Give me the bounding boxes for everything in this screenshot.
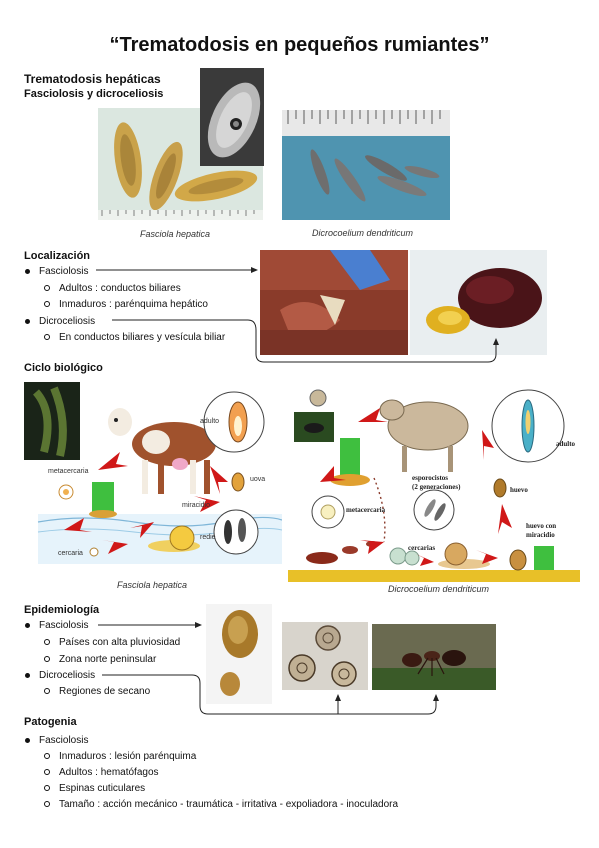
- list-item: Inmaduros : parénquima hepático: [44, 299, 208, 310]
- label-adulto-right: adulto: [556, 440, 576, 448]
- label-miracidio-left: miracidio: [182, 502, 211, 509]
- list-item: Zona norte peninsular: [44, 654, 156, 665]
- list-item: Fasciolosis: [25, 266, 88, 277]
- snails-helicella-photo: [282, 622, 368, 690]
- liver-photo-2: [410, 250, 547, 355]
- label-metacercaria-right: metacercaria: [346, 506, 386, 514]
- helicella-image: [282, 622, 368, 690]
- label-cercaria: cercaria: [58, 550, 83, 557]
- dicrocoelium-cycle-diagram: adulto esporocistos (2 generaciones) hue…: [288, 382, 580, 582]
- list-item: Regiones de secano: [44, 686, 150, 697]
- localizacion-arrows: [96, 267, 499, 363]
- sem-inset-photo: [200, 68, 264, 166]
- page-title: “Trematodosis en pequeños rumiantes”: [109, 34, 490, 56]
- list-item: Tamaño : acción mecánico - traumática - …: [44, 799, 398, 810]
- fasciola-cycle-diagram: adulto uova metacercaria miracidio redie…: [24, 382, 282, 575]
- dicrocoelium-cycle-image: [288, 389, 580, 582]
- caption-cycle-fasciola: Fasciola hepatica: [117, 580, 188, 590]
- ant-photo: [372, 624, 496, 690]
- lymnaea-image: [206, 604, 272, 704]
- label-metacercaria-left: metacercaria: [48, 468, 89, 475]
- dicrocoelium-photo: [282, 110, 450, 220]
- list-item: Dicroceliosis: [25, 670, 95, 681]
- liver-gallbladder-image: [410, 250, 547, 355]
- section-heading-epidemiologia: Epidemiología: [24, 604, 100, 616]
- label-miracidio-right: miracidio: [526, 531, 555, 539]
- fasciola-cycle-image: [24, 382, 282, 564]
- list-item: En conductos biliares y vesícula biliar: [44, 332, 225, 343]
- list-item: Países con alta pluviosidad: [44, 637, 180, 648]
- caption-fasciola: Fasciola hepatica: [140, 229, 211, 239]
- section-heading-hepatic: Trematodosis hepáticas: [24, 72, 161, 86]
- sem-image: [200, 68, 264, 166]
- list-item: Adultos : hematófagos: [44, 767, 159, 778]
- liver-photo-1: [260, 250, 408, 355]
- section-subheading: Fasciolosis y dicroceliosis: [24, 88, 164, 100]
- caption-cycle-dicrocoelium: Dicrocoelium dendriticum: [388, 584, 490, 594]
- label-uova: uova: [250, 476, 266, 483]
- list-item: Dicroceliosis: [25, 316, 95, 327]
- label-huevo-con: huevo con: [526, 522, 557, 530]
- snail-lymnaea-photo: [206, 604, 272, 704]
- list-item: Fasciolosis: [25, 735, 88, 746]
- liver-bile-duct-image: [260, 250, 408, 355]
- label-redie: redie: [200, 534, 216, 541]
- label-cercarias: cercarias: [408, 544, 436, 552]
- section-heading-ciclo: Ciclo biológico: [24, 362, 103, 374]
- label-esporocistos: esporocistos: [412, 474, 449, 482]
- list-item: Adultos : conductos biliares: [44, 283, 181, 294]
- list-item: Espinas cuticulares: [44, 783, 145, 794]
- epidemiologia-arrows: [98, 622, 439, 715]
- caption-dicrocoelium: Dicrocoelium dendriticum: [312, 228, 414, 238]
- label-adulto-left: adulto: [200, 418, 220, 425]
- list-item: Inmaduros : lesión parénquima: [44, 751, 196, 762]
- formica-image: [372, 624, 496, 690]
- section-heading-localizacion: Localización: [24, 250, 91, 262]
- section-heading-patogenia: Patogenia: [24, 716, 77, 728]
- label-generaciones: (2 generaciones): [412, 483, 461, 491]
- list-item: Fasciolosis: [25, 620, 88, 631]
- dicrocoelium-specimens-image: [282, 110, 450, 220]
- label-huevo: huevo: [510, 486, 528, 494]
